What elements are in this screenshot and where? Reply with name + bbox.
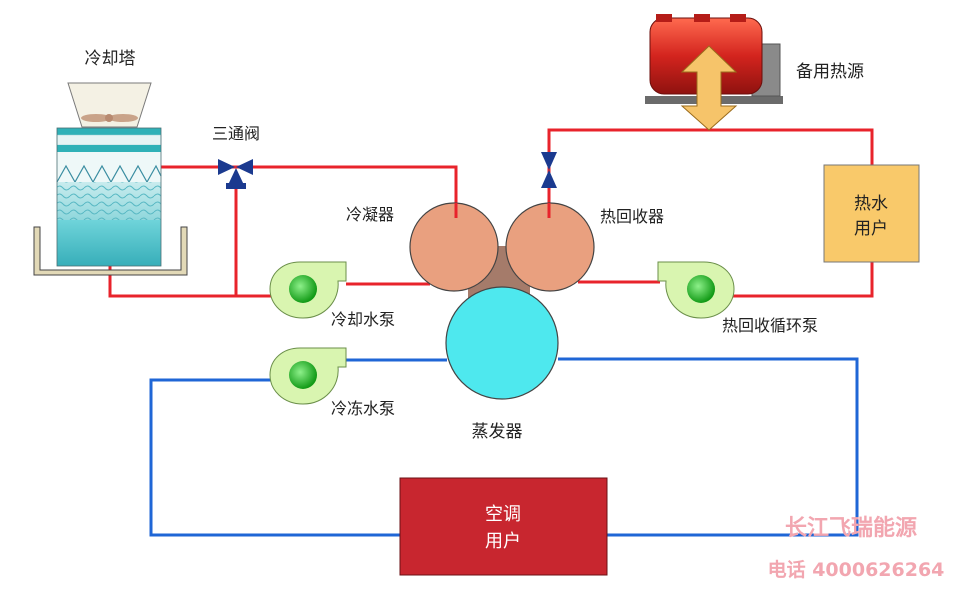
fan-blade-left [81, 114, 111, 122]
tower-light-band [56, 134, 162, 146]
backup-tank-cap-mid [694, 14, 710, 22]
hr-valve-bottom [541, 170, 557, 188]
backup-tank-cap-left [656, 14, 672, 22]
tower-basin [33, 226, 188, 276]
tower-spray-waves [57, 182, 161, 220]
watermark-brand: 长江飞瑞能源 [785, 515, 917, 541]
hot-water-user-line2: 用户 [854, 219, 888, 239]
heat-recovery-pump: 热回收循环泵 [657, 261, 818, 335]
cooling-water-pump: 冷却水泵 [269, 261, 395, 329]
hr-valve-top [541, 152, 557, 170]
cold-pipe-network [149, 357, 859, 537]
condenser-label: 冷凝器 [346, 205, 394, 224]
ac-user: 空调 用户 [399, 477, 608, 576]
backup-heat-source: 备用热源 [645, 14, 864, 131]
three-way-valve: 三通阀 [212, 124, 260, 189]
cooling-tower: 冷却塔 [33, 49, 188, 276]
valve-right-triangle [236, 159, 253, 175]
backup-tank-cap-right [730, 14, 746, 22]
pipe-ac-user-return [149, 378, 400, 537]
valve-actuator [226, 183, 246, 189]
evaporator [445, 286, 559, 400]
pipe-tower-to-condenser [158, 165, 458, 218]
hot-water-user-line1: 热水 [854, 194, 888, 214]
heat-recovery-pump-label: 热回收循环泵 [722, 316, 818, 335]
fan-blade-right [108, 114, 138, 122]
watermark-phone: 电话 4000626264 [768, 558, 945, 581]
chilled-pump-core [289, 361, 317, 389]
chilled-water-pump: 冷冻水泵 [269, 347, 395, 418]
pipe-evaporator-to-ac-user [558, 357, 859, 537]
fan-hub [105, 114, 113, 122]
tower-outline [56, 127, 162, 267]
ac-user-box [399, 477, 608, 576]
hot-water-user-box [823, 164, 920, 263]
condenser [409, 202, 499, 292]
heat-recovery-label: 热回收器 [600, 207, 664, 226]
cooling-pump-core [289, 275, 317, 303]
evaporator-label: 蒸发器 [472, 422, 523, 442]
recovery-pump-core [687, 275, 715, 303]
valve-bottom-triangle [228, 168, 244, 185]
chiller-unit: 冷凝器 热回收器 蒸发器 [346, 202, 664, 442]
three-way-valve-label: 三通阀 [212, 124, 260, 143]
pipe-hot-user-return [718, 262, 874, 298]
heat-recovery-valve [541, 152, 557, 188]
hot-water-user: 热水 用户 [823, 164, 920, 263]
backup-exchange-arrow [680, 45, 738, 131]
cooling-pump-label: 冷却水泵 [331, 310, 395, 329]
tower-top-band [57, 128, 161, 135]
tower-mid-band [57, 145, 161, 152]
cooling-tower-label: 冷却塔 [85, 49, 136, 69]
ac-user-line1: 空调 [485, 504, 521, 525]
tower-basin-water [57, 220, 161, 266]
valve-left-triangle [218, 159, 235, 175]
backup-heat-source-label: 备用热源 [796, 62, 864, 82]
chilled-pump-label: 冷冻水泵 [331, 399, 395, 418]
watermark: 长江飞瑞能源 电话 4000626264 [768, 515, 945, 581]
ac-user-line2: 用户 [485, 531, 521, 552]
